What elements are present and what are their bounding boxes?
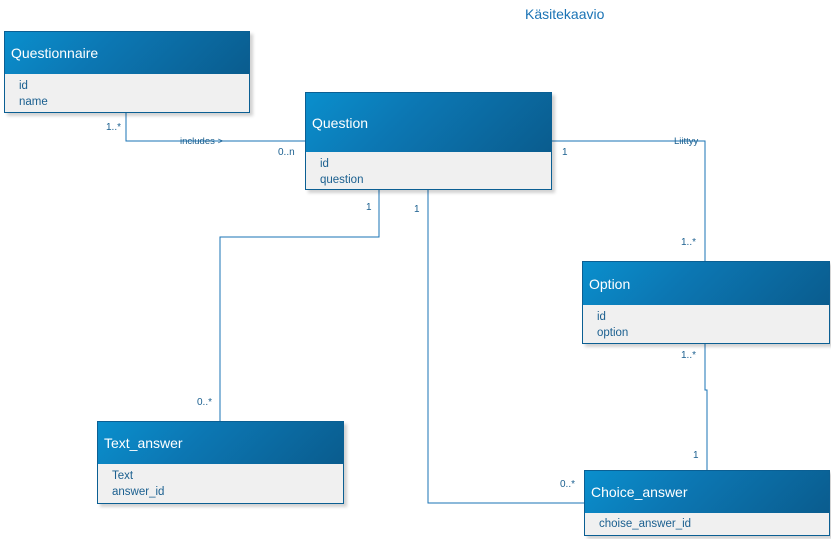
relationship-label-liittyy: Liittyy	[674, 136, 699, 147]
entity-name: Choice_answer	[591, 484, 688, 500]
entity-header: Question	[306, 93, 551, 152]
entity-questionnaire[interactable]: Questionnaire id name	[4, 31, 250, 113]
connector-question-option	[550, 140, 706, 261]
attribute-choise-answer-id: choise_answer_id	[599, 518, 692, 530]
multiplicity-option-side: 1..*	[681, 350, 697, 361]
attribute-option: option	[597, 327, 629, 339]
multiplicity-text-answer-side: 0..*	[197, 397, 213, 408]
diagram-title: Käsitekaavio	[525, 6, 605, 22]
entity-header: Text_answer	[98, 422, 343, 464]
attribute-name: name	[19, 96, 48, 108]
entity-text-answer[interactable]: Text_answer Text answer_id	[97, 421, 344, 504]
connector-question-text-answer	[219, 189, 380, 421]
multiplicity-choice-answer-side: 0..*	[560, 479, 576, 490]
attribute-id: id	[320, 158, 329, 170]
relationship-label-includes: includes >	[180, 136, 223, 147]
multiplicity-option-side: 1..*	[681, 237, 697, 248]
multiplicity-question-side: 1	[562, 147, 568, 158]
connector-questionnaire-question	[125, 112, 305, 142]
entity-attributes: Text answer_id	[98, 464, 343, 500]
multiplicity-questionnaire-side: 1..*	[106, 122, 122, 133]
entity-attributes: id name	[5, 74, 249, 110]
entity-attributes: id option	[583, 305, 829, 341]
attribute-question: question	[320, 174, 364, 186]
entity-header: Option	[583, 262, 829, 305]
attribute-id: id	[19, 80, 28, 92]
entity-attributes: choise_answer_id	[585, 513, 829, 532]
entity-name: Option	[589, 275, 631, 292]
entity-choice-answer[interactable]: Choice_answer choise_answer_id	[584, 470, 830, 536]
multiplicity-choice-answer-side: 1	[693, 450, 699, 461]
connector-option-choice-answer	[704, 342, 708, 470]
multiplicity-question-side: 0..n	[278, 147, 295, 158]
entity-option[interactable]: Option id option	[582, 261, 830, 344]
entity-name: Text_answer	[104, 435, 183, 451]
multiplicity-question-side: 1	[414, 204, 420, 215]
entity-attributes: id question	[306, 152, 551, 188]
entity-question[interactable]: Question id question	[305, 92, 552, 190]
attribute-text: Text	[112, 470, 134, 482]
connector-question-choice-answer	[427, 189, 584, 504]
entity-header: Choice_answer	[585, 471, 829, 513]
entity-name: Question	[312, 114, 369, 131]
entity-name: Questionnaire	[11, 45, 99, 61]
attribute-answer-id: answer_id	[112, 486, 165, 498]
attribute-id: id	[597, 311, 606, 323]
multiplicity-question-side: 1	[366, 202, 372, 213]
entity-header: Questionnaire	[5, 32, 249, 74]
